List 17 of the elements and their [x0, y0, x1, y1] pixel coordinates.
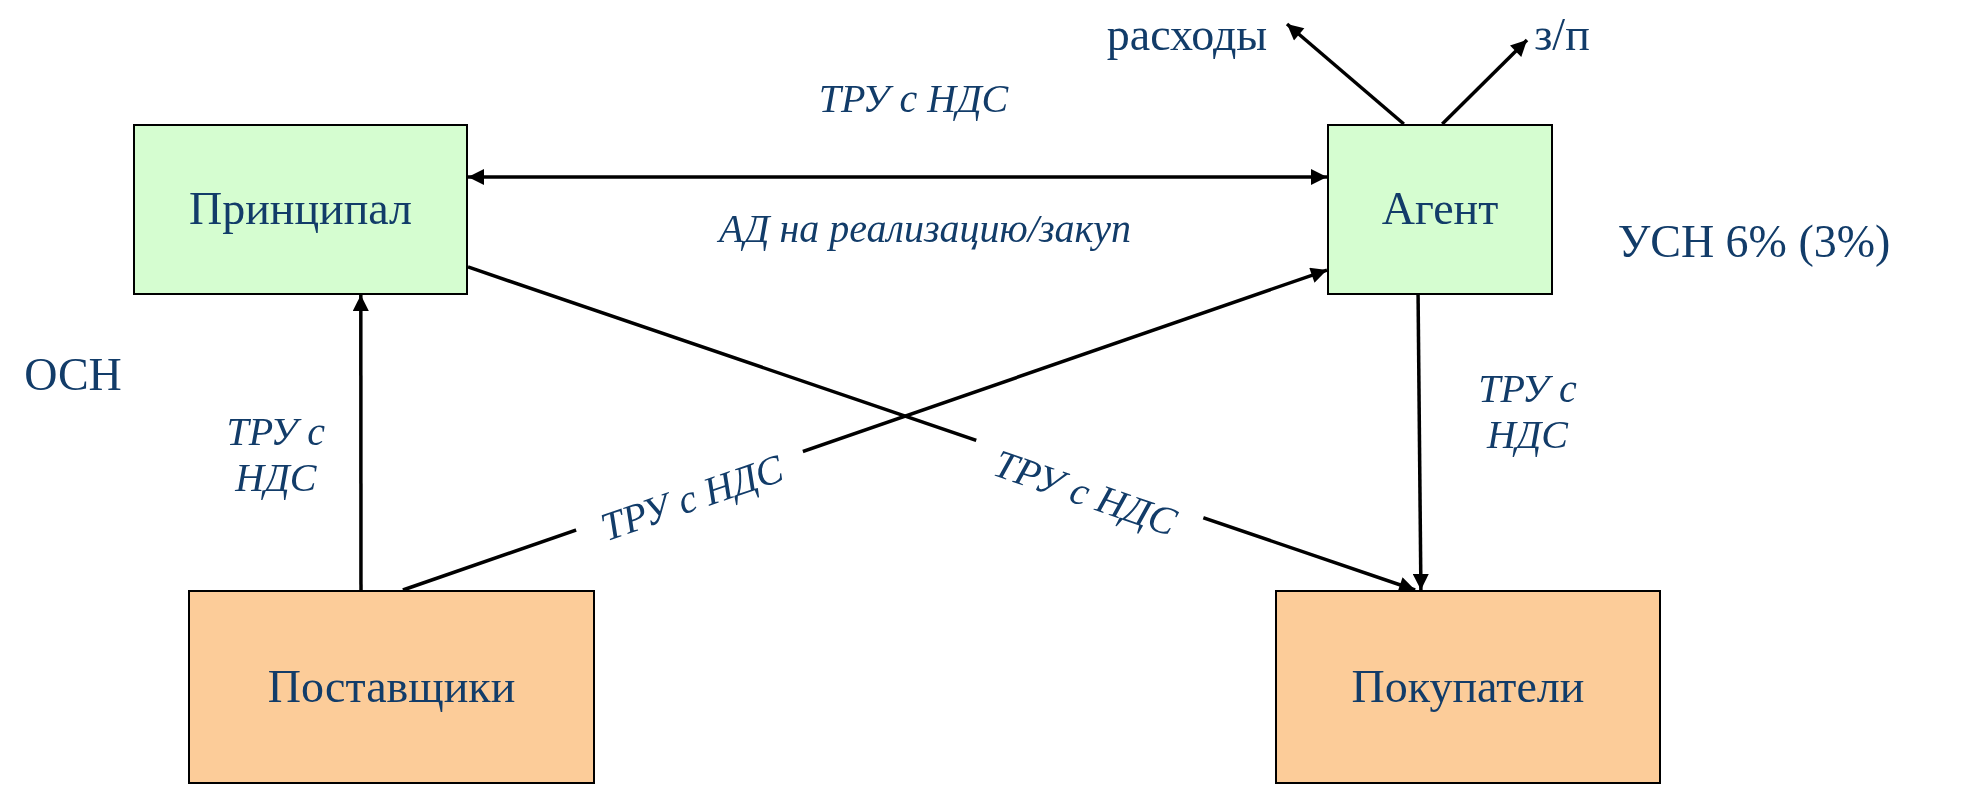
process-box	[188, 590, 595, 784]
process-box	[133, 124, 468, 295]
box-label: Агент	[1381, 183, 1499, 236]
arrow	[1412, 295, 1429, 590]
text-label: з/п	[1527, 10, 1597, 60]
process-box	[1275, 590, 1661, 784]
box-label: Принципал	[188, 183, 413, 236]
arrow	[352, 295, 369, 590]
process-box	[1327, 124, 1553, 295]
text-label: расходы	[1087, 10, 1287, 60]
note-text: ОСН	[24, 347, 122, 401]
arrow	[1285, 22, 1405, 126]
box-label: Поставщики	[267, 660, 516, 714]
double-arrow	[468, 169, 1327, 185]
note-text: УСН 6% (3%)	[1617, 214, 1891, 268]
arrow	[1441, 38, 1529, 126]
box-label: Покупатели	[1351, 660, 1585, 714]
